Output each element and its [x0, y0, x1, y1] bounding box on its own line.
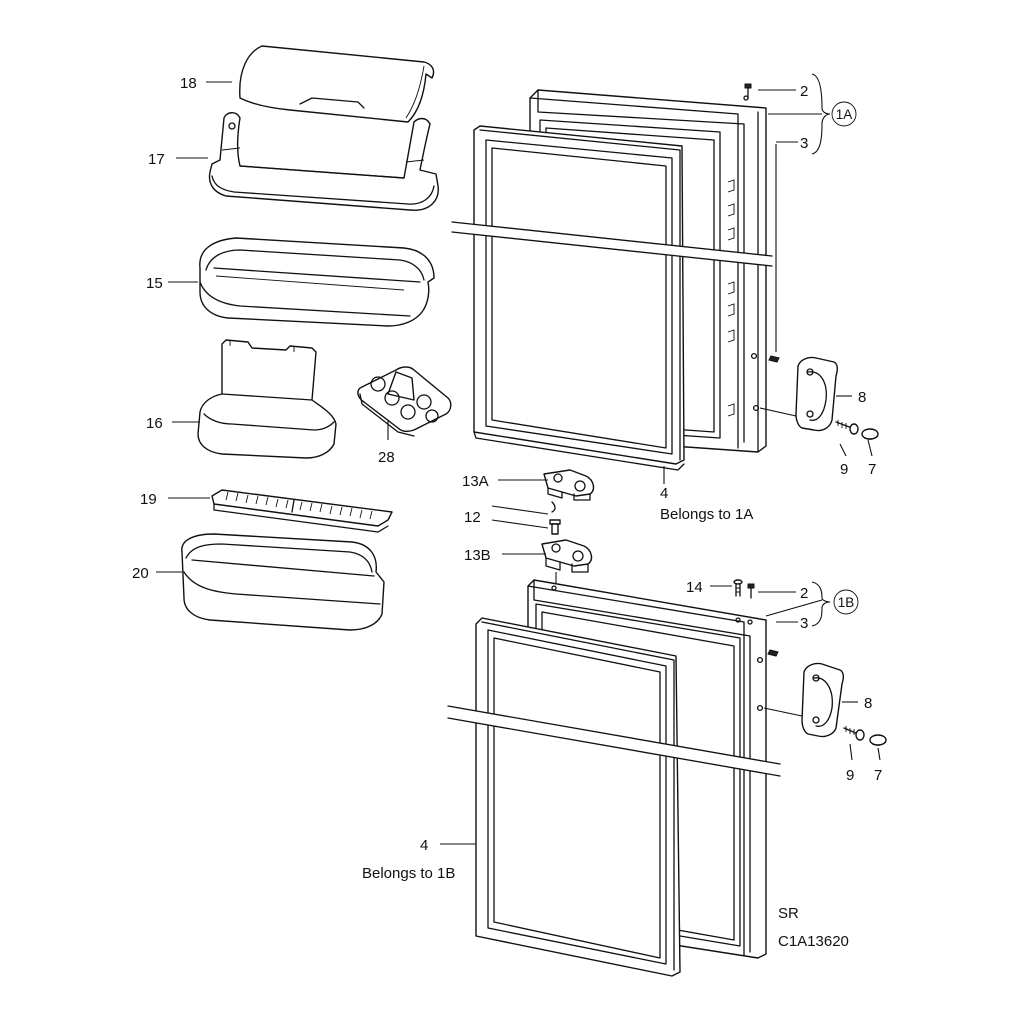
door-bin-part-17 — [208, 112, 439, 211]
screw-part-9-bottom — [843, 726, 865, 741]
large-bin-part-20 — [181, 533, 385, 631]
egg-tray-part-28 — [357, 366, 452, 437]
callout-12: 12 — [464, 509, 481, 526]
bin-lid-part-18 — [239, 45, 435, 123]
callout-3-top: 3 — [800, 135, 808, 152]
small-bin-part-16 — [197, 339, 337, 459]
screw-part-2-top — [744, 83, 752, 99]
callout-20: 20 — [132, 565, 149, 582]
callout-8-bottom: 8 — [864, 695, 872, 712]
callout-18: 18 — [180, 75, 197, 92]
break-line-1B — [447, 705, 781, 777]
callout-1A: 1A — [836, 107, 853, 122]
callout-2-bottom: 2 — [800, 585, 808, 602]
callout-7-bottom: 7 — [874, 767, 882, 784]
callout-4-bottom: 4 — [420, 837, 428, 854]
break-line-1A — [451, 221, 773, 267]
screw-part-14 — [733, 579, 743, 597]
cap-part-7-top — [861, 428, 879, 440]
screw-part-3-bottom — [767, 649, 779, 657]
callout-19: 19 — [140, 491, 157, 508]
callout-3-bottom: 3 — [800, 615, 808, 632]
door-handle-part-8-top — [795, 356, 839, 432]
screw-part-9-top — [835, 420, 859, 435]
callout-14: 14 — [686, 579, 703, 596]
callout-4-top: 4 — [660, 485, 668, 502]
callout-1B-circle: 1B — [833, 589, 859, 615]
screw-part-2-bottom — [747, 583, 755, 599]
callout-2-top: 2 — [800, 83, 808, 100]
hinge-part-13A — [543, 469, 595, 501]
callout-15: 15 — [146, 275, 163, 292]
callout-7-top: 7 — [868, 461, 876, 478]
callout-8-top: 8 — [858, 389, 866, 406]
callout-17: 17 — [148, 151, 165, 168]
callout-28: 28 — [378, 449, 395, 466]
cap-part-7-bottom — [869, 734, 887, 746]
door-gasket-1A — [473, 125, 685, 471]
door-shelf-part-15 — [199, 237, 435, 327]
door-gasket-1B — [475, 617, 681, 977]
callout-9-top: 9 — [840, 461, 848, 478]
callout-1B: 1B — [838, 595, 855, 610]
belongs-to-1A-label: Belongs to 1A — [660, 506, 753, 523]
callout-9-bottom: 9 — [846, 767, 854, 784]
callout-13A: 13A — [462, 473, 489, 490]
hinge-part-13B — [541, 539, 593, 590]
hinge-pin-part-12 — [549, 501, 561, 535]
grille-part-19 — [211, 489, 393, 533]
callout-labels: 18 17 15 16 28 19 20 2 1A 3 8 9 7 4 Belo… — [132, 75, 882, 950]
belongs-to-1B-label: Belongs to 1B — [362, 865, 455, 882]
callout-16: 16 — [146, 415, 163, 432]
leader-lines — [156, 73, 881, 845]
code-sr: SR — [778, 905, 799, 922]
door-handle-part-8-bottom — [801, 662, 845, 738]
drawing-number: C1A13620 — [778, 933, 849, 950]
screw-part-3-top — [768, 144, 780, 363]
callout-13B: 13B — [464, 547, 491, 564]
callout-1A-circle: 1A — [831, 101, 857, 127]
